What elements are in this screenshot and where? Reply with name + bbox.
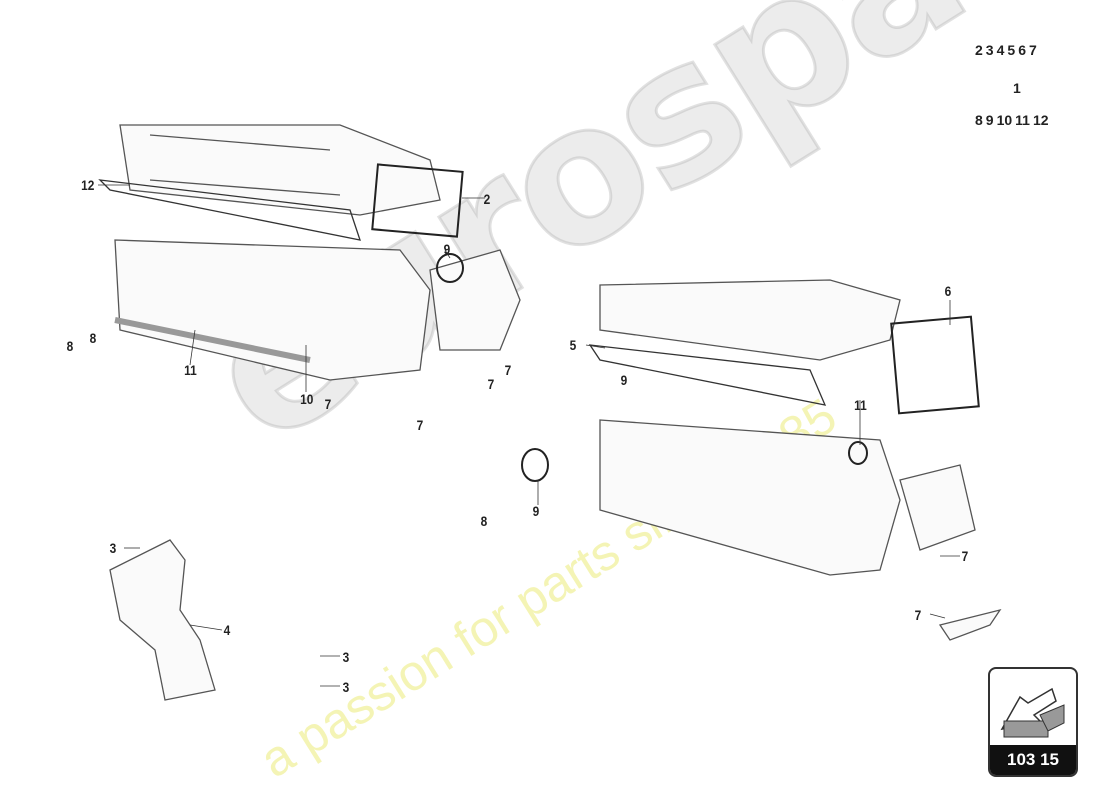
legend-item: 6 bbox=[1018, 42, 1026, 58]
callout-label[interactable]: 11 bbox=[854, 397, 867, 413]
callout-label[interactable]: 8 bbox=[66, 338, 74, 354]
cam-cover-right bbox=[599, 279, 901, 361]
callout-label[interactable]: 8 bbox=[89, 330, 97, 346]
arrow-icon bbox=[1000, 687, 1065, 738]
callout-label[interactable]: 8 bbox=[480, 513, 488, 529]
leader-lines bbox=[98, 184, 960, 687]
callout-label[interactable]: 7 bbox=[504, 362, 512, 378]
callout-label[interactable]: 3 bbox=[109, 540, 117, 556]
o-ring-9 bbox=[436, 253, 464, 283]
cylinder-head-right bbox=[599, 419, 901, 576]
callout-label[interactable]: 9 bbox=[620, 372, 628, 388]
callout-label[interactable]: 3 bbox=[342, 679, 350, 695]
gasket-right bbox=[588, 344, 827, 406]
callout-label[interactable]: 6 bbox=[944, 283, 952, 299]
legend-item: 9 bbox=[985, 112, 994, 128]
legend-item: 10 bbox=[996, 112, 1013, 128]
callout-label[interactable]: 7 bbox=[914, 607, 922, 623]
page-reference-badge[interactable]: 103 15 bbox=[988, 667, 1078, 777]
legend-item: 12 bbox=[1032, 112, 1049, 128]
cover-plate-right bbox=[899, 464, 976, 551]
bracket-7 bbox=[938, 608, 1002, 641]
legend-item: 5 bbox=[1007, 42, 1016, 58]
callout-label[interactable]: 3 bbox=[342, 649, 350, 665]
thermostat-housing-left bbox=[429, 249, 521, 351]
callout-label[interactable]: 12 bbox=[81, 177, 95, 193]
callout-label[interactable]: 11 bbox=[184, 362, 197, 378]
callout-label[interactable]: 7 bbox=[324, 396, 332, 412]
legend-root: 1 bbox=[1013, 80, 1021, 96]
callout-label[interactable]: 10 bbox=[300, 391, 314, 407]
cylinder-head-left bbox=[114, 239, 431, 381]
legend-item: 7 bbox=[1028, 42, 1037, 58]
callout-label[interactable]: 7 bbox=[487, 376, 495, 392]
callout-label[interactable]: 4 bbox=[223, 622, 231, 638]
o-ring-9b bbox=[521, 448, 549, 482]
callout-label[interactable]: 2 bbox=[483, 191, 491, 207]
callout-label[interactable]: 7 bbox=[961, 548, 969, 564]
legend-item: 3 bbox=[985, 42, 994, 58]
legend-item: 11 bbox=[1015, 112, 1030, 128]
callout-label[interactable]: 5 bbox=[569, 337, 577, 353]
water-pump-assembly bbox=[109, 539, 216, 701]
callout-label[interactable]: 9 bbox=[443, 241, 451, 257]
gasket-left bbox=[98, 179, 361, 241]
o-ring-11 bbox=[848, 441, 868, 465]
legend-item: 8 bbox=[975, 112, 983, 128]
gasket-plate-6 bbox=[890, 315, 980, 415]
callout-label[interactable]: 9 bbox=[532, 503, 540, 519]
page-number: 103 15 bbox=[990, 745, 1076, 775]
callout-label[interactable]: 7 bbox=[416, 417, 424, 433]
gasket-plate-2 bbox=[371, 163, 464, 238]
legend-item: 2 bbox=[975, 42, 983, 58]
legend-item: 4 bbox=[996, 42, 1005, 58]
